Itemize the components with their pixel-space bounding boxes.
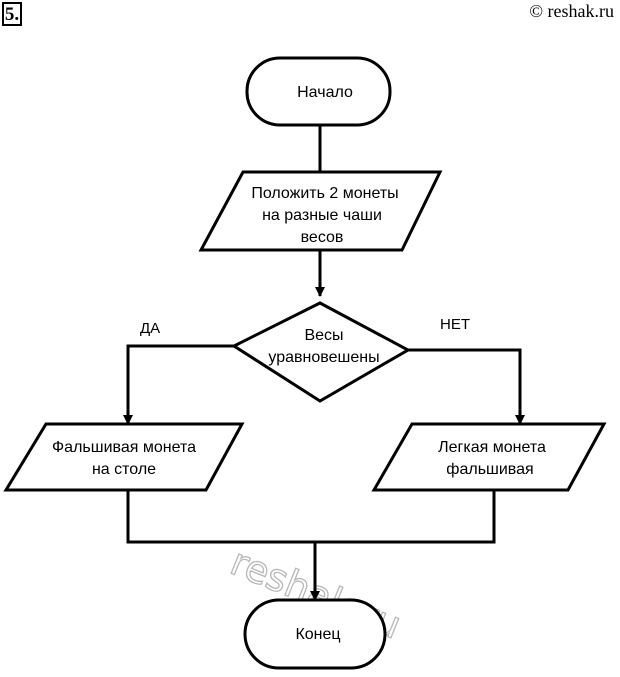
start-terminator bbox=[245, 56, 392, 127]
output-yes-parallelogram bbox=[3, 422, 245, 492]
input-line-1: Положить 2 монеты bbox=[251, 185, 398, 202]
end-terminator bbox=[243, 598, 387, 670]
copyright-text: © reshak.ru bbox=[529, 1, 614, 21]
branch-yes-label: ДА bbox=[140, 320, 160, 337]
start-label: Начало bbox=[297, 84, 353, 101]
decision-line-2: уравновешены bbox=[268, 349, 379, 366]
output-yes-line-2: на столе bbox=[92, 461, 156, 478]
connector-decision-yes bbox=[123, 344, 234, 425]
connectors bbox=[123, 125, 525, 601]
input-line-3: весов bbox=[301, 229, 344, 246]
input-line-2: на разные чаши bbox=[262, 207, 382, 224]
branch-no-label: НЕТ bbox=[440, 316, 470, 333]
output-no-parallelogram bbox=[371, 422, 607, 492]
decision-line-1: Весы bbox=[304, 327, 343, 344]
task-number: 5. bbox=[2, 2, 22, 26]
decision-diamond bbox=[230, 301, 412, 403]
output-no-line-1: Легкая монета bbox=[438, 439, 546, 456]
output-no-line-2: фальшивая bbox=[446, 461, 533, 478]
connector-decision-no bbox=[408, 348, 525, 425]
connector-yes-merge bbox=[126, 490, 496, 544]
input-parallelogram bbox=[198, 170, 443, 252]
end-label: Конец bbox=[295, 626, 340, 643]
output-yes-line-1: Фальшивая монета bbox=[52, 439, 196, 456]
